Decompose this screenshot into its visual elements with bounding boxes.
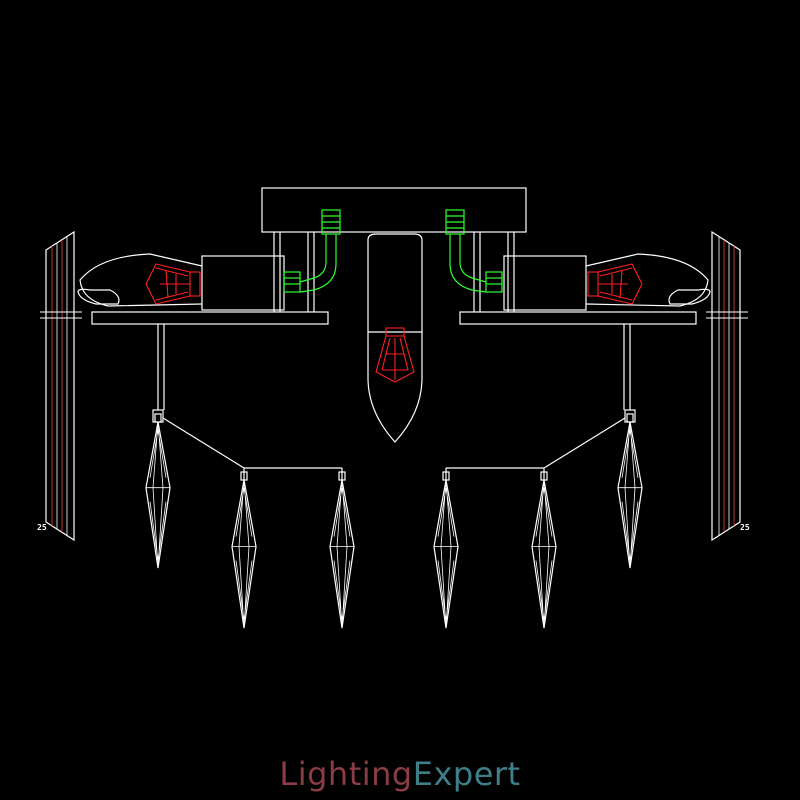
left-dimension-label: 25 [37, 523, 47, 532]
green-connectors [283, 209, 503, 293]
right-side-shade [585, 253, 709, 307]
watermark-part-1: Lighting [279, 755, 413, 793]
crystal-drops [145, 413, 643, 629]
crystal-drop [329, 471, 355, 629]
left-bulb [145, 263, 201, 305]
left-pendant-frame [152, 324, 343, 480]
crystal-drop [617, 413, 643, 569]
left-wall-shade [40, 230, 82, 542]
crystal-drop [231, 471, 257, 629]
ceiling-mount-plate [261, 187, 527, 233]
crystal-drop [433, 471, 459, 629]
right-bulb [587, 263, 643, 305]
left-arm-plate [91, 311, 329, 325]
crystal-drop [145, 413, 171, 569]
right-bulb-holder [503, 255, 587, 311]
right-pendant-frame [445, 324, 636, 480]
center-risers [273, 232, 515, 312]
watermark: LightingExpert [0, 755, 800, 793]
right-arm-plate [459, 311, 697, 325]
center-candle-shade [367, 233, 423, 443]
watermark-part-2: Expert [412, 755, 521, 793]
right-dimension-label: 25 [740, 523, 750, 532]
left-bulb-holder [201, 255, 285, 311]
right-wall-shade [706, 230, 748, 542]
crystal-drop [531, 471, 557, 629]
center-bulb [375, 327, 415, 383]
left-side-shade [79, 253, 203, 307]
